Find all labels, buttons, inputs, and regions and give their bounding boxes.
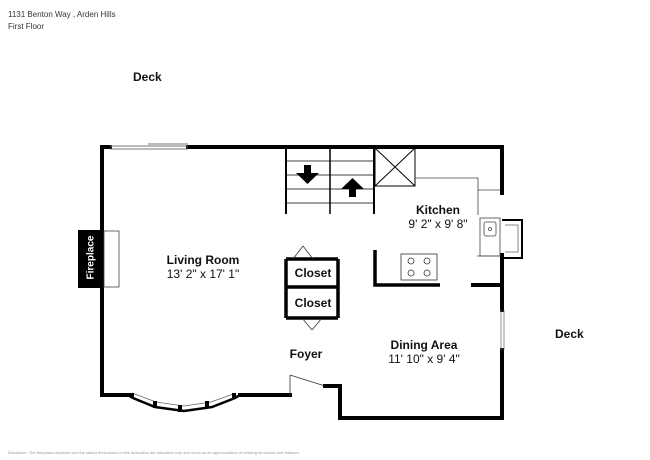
deck-label: Deck [133, 70, 162, 84]
property-address: 1131 Benton Way , Arden Hills [8, 10, 116, 19]
landing-box [374, 147, 416, 187]
closet-walls [284, 257, 340, 320]
room-dimensions: 11' 10" x 9' 4" [388, 352, 460, 366]
room-name: Dining Area [390, 338, 458, 352]
fireplace-icon [78, 230, 120, 288]
closet-label: Closet [294, 296, 332, 310]
sink-icon [483, 221, 497, 237]
bay-window [127, 392, 241, 413]
fireplace-label: Fireplace [85, 235, 97, 280]
stairs-down-arrow-icon [296, 165, 319, 184]
disclaimer: Disclaimer: The floorplans depicted and … [8, 450, 301, 455]
kitchen-window-bay [502, 219, 523, 259]
kitchen-counter [415, 177, 501, 257]
foyer-label: Foyer [289, 347, 323, 361]
front-door [289, 374, 326, 395]
room-dimensions: 9' 2" x 9' 8" [408, 217, 468, 231]
floor-label: First Floor [8, 22, 44, 31]
stairs [286, 147, 374, 214]
right-slider-door [500, 310, 505, 350]
top-window [110, 143, 188, 150]
closet-doors [292, 245, 323, 331]
room-name: Kitchen [415, 203, 460, 217]
room-name: Living Room [166, 253, 240, 267]
stove-icon [400, 253, 438, 281]
room-dimensions: 13' 2" x 17' 1" [166, 267, 240, 281]
deck-label: Deck [555, 327, 584, 341]
stairs-up-arrow-icon [341, 178, 364, 197]
closet-label: Closet [294, 266, 332, 280]
bay-window-mullions [130, 393, 236, 412]
exterior-walls [100, 145, 504, 420]
